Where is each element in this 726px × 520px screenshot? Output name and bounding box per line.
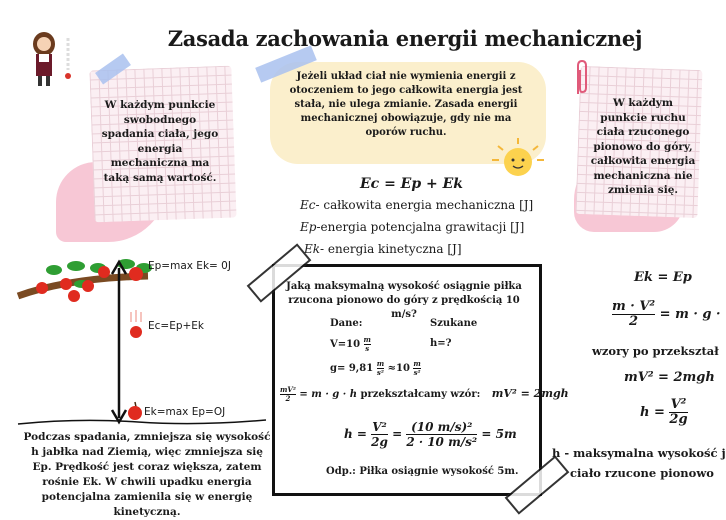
legend-ec: Ec- całkowita energia mechaniczna [J]: [300, 198, 534, 212]
apple-mid-label: Ec=Ep+Ek: [148, 320, 205, 332]
page-title: Zasada zachowania energii mechanicznej: [167, 26, 643, 51]
ground-line: [17, 419, 267, 425]
left-note-text: W każdym punkcie swobodnego spadania cia…: [101, 99, 219, 184]
answer: Odp.: Piłka osiągnie wysokość 5m.: [326, 466, 519, 477]
right-eq3: mV² = 2mgh: [624, 370, 715, 385]
legend-ek: Ek- energia kinetyczna [J]: [304, 242, 462, 256]
apple-top-label: Ep=max Ek= 0J: [148, 260, 231, 272]
main-formula: Ec = Ep + Ek: [360, 176, 463, 192]
right-eq1: Ek = Ep: [634, 270, 692, 285]
apple-tree-icon: [16, 259, 152, 302]
given-label: Dane:: [330, 318, 363, 329]
apple-bottom-label: Ek=max Ep=OJ: [144, 406, 226, 418]
fall-explanation: Podczas spadania, zmniejsza się wysokość…: [23, 431, 271, 518]
scientist-icon: [33, 32, 71, 86]
center-note-text: Jeżeli układ ciał nie wymienia energii z…: [289, 71, 523, 138]
problem-question: Jaką maksymalną wysokość osiągnie piłka …: [286, 281, 522, 320]
formula-legend: Ec- całkowita energia mechaniczna [J] Ep…: [300, 194, 533, 260]
paperclip-icon: [577, 59, 587, 94]
right-def1: h - maksymalna wysokość j: [552, 446, 726, 460]
problem-box: [272, 264, 542, 496]
right-def2: ciało rzucone pionowo: [570, 466, 714, 480]
sun-icon: [492, 138, 544, 176]
find-label: Szukane: [430, 318, 478, 329]
falling-apple-icon: [130, 310, 142, 338]
find-h: h=?: [430, 338, 452, 349]
right-wzory: wzory po przekształ: [592, 344, 719, 358]
legend-ep: Ep-energia potencjalna grawitacji [J]: [300, 220, 525, 234]
ground-apple-icon: [128, 401, 142, 420]
right-note-text: W każdym punkcie ruchu ciała rzuconego p…: [590, 97, 696, 196]
height-arrow: [110, 259, 128, 425]
